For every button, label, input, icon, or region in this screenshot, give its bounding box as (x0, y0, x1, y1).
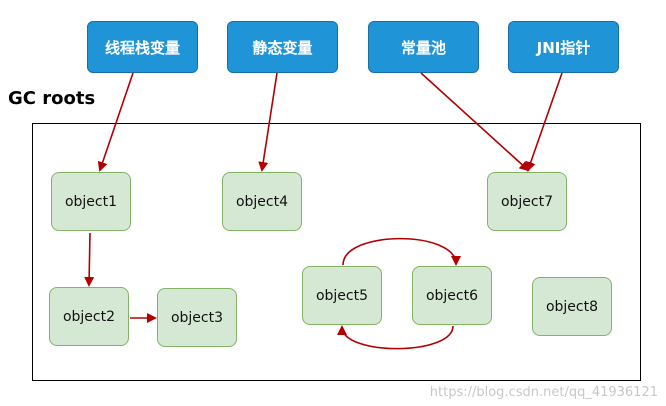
arrow-pool-to-object7 (420, 72, 530, 172)
object8-node: object8 (532, 277, 612, 336)
heap-container (32, 123, 641, 381)
object3-node: object3 (157, 288, 237, 347)
root-thread-stack-vars: 线程栈变量 (87, 21, 198, 73)
object2-node: object2 (49, 287, 129, 346)
arrow-object5-to-object6 (342, 237, 461, 266)
arrow-static-to-object4 (258, 72, 278, 172)
arrow-object6-to-object5 (337, 325, 454, 350)
object5-node: object5 (302, 266, 382, 325)
watermark-text: https://blog.csdn.net/qq_41936121 (429, 385, 658, 400)
root-constant-pool: 常量池 (368, 21, 479, 73)
object1-node: object1 (51, 172, 131, 231)
arrow-thread-to-object1 (97, 72, 134, 172)
object6-node: object6 (412, 266, 492, 325)
arrow-jni-to-object7 (525, 72, 563, 172)
gc-roots-label: GC roots (8, 88, 96, 109)
root-static-vars: 静态变量 (227, 21, 338, 73)
object4-node: object4 (222, 172, 302, 231)
arrow-object1-to-object2 (84, 232, 95, 287)
object7-node: object7 (487, 172, 567, 231)
root-jni-pointer: JNI指针 (508, 21, 619, 73)
